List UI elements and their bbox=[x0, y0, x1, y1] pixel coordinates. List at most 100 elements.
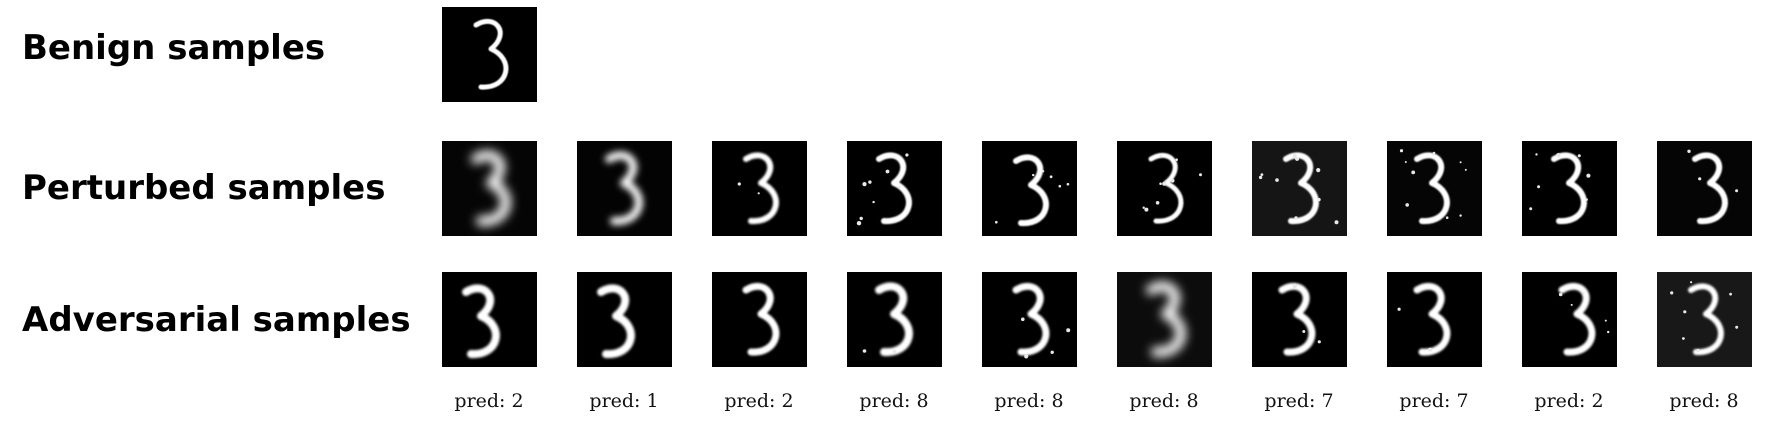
noise-dot bbox=[1292, 283, 1297, 289]
noise-dot bbox=[1586, 173, 1591, 178]
prediction-label: pred: 7 bbox=[1264, 390, 1334, 412]
prediction-label: pred: 8 bbox=[1669, 390, 1739, 412]
digit-stroke bbox=[743, 152, 779, 225]
prediction-label: pred: 8 bbox=[1129, 390, 1199, 412]
noise-dot bbox=[859, 216, 863, 221]
adversarial-sample-image bbox=[1522, 272, 1617, 367]
digit-stroke bbox=[875, 282, 913, 357]
digit-stroke bbox=[1013, 154, 1049, 227]
adversarial-sample-image bbox=[1657, 272, 1752, 367]
noise-dot bbox=[1024, 354, 1029, 359]
perturbed-sample-image bbox=[982, 141, 1077, 236]
perturbed-sample-image bbox=[1657, 141, 1752, 236]
adversarial-sample-image bbox=[442, 272, 537, 367]
adversarial-sample-image bbox=[577, 272, 672, 367]
noise-dot bbox=[892, 349, 897, 354]
noise-dot bbox=[1049, 175, 1053, 179]
benign-sample-image bbox=[442, 7, 537, 102]
noise-dot bbox=[1021, 317, 1025, 322]
prediction-label: pred: 2 bbox=[1534, 390, 1604, 412]
digit-stroke bbox=[1688, 283, 1724, 356]
noise-dot bbox=[1041, 170, 1045, 173]
noise-dot bbox=[1687, 149, 1691, 153]
noise-dot bbox=[1144, 207, 1149, 212]
noise-dot bbox=[1260, 173, 1264, 176]
noise-dot bbox=[862, 349, 867, 353]
adversarial-sample-image bbox=[712, 272, 807, 367]
row-label-perturbed: Perturbed samples bbox=[22, 168, 386, 208]
noise-dot bbox=[1459, 161, 1462, 164]
digit-stroke bbox=[1148, 152, 1184, 224]
noise-dot bbox=[1556, 153, 1561, 158]
noise-dot bbox=[1275, 178, 1279, 182]
noise-dot bbox=[1670, 291, 1674, 295]
perturbed-sample-image bbox=[1522, 141, 1617, 236]
digit-stroke bbox=[597, 284, 635, 359]
noise-dot bbox=[905, 153, 909, 157]
noise-dot bbox=[1428, 347, 1432, 352]
prediction-label: pred: 1 bbox=[589, 390, 659, 412]
noise-dot bbox=[1199, 173, 1202, 177]
noise-dot bbox=[1607, 330, 1610, 334]
noise-dot bbox=[868, 180, 872, 184]
noise-dot bbox=[1682, 337, 1685, 340]
digit-stroke bbox=[462, 284, 500, 359]
noise-dot bbox=[1058, 184, 1062, 188]
noise-dot bbox=[1604, 319, 1607, 322]
noise-dot bbox=[1405, 203, 1409, 207]
noise-dot bbox=[1404, 161, 1407, 163]
noise-dot bbox=[1175, 158, 1178, 161]
noise-dot bbox=[1170, 178, 1175, 183]
noise-dot bbox=[1735, 325, 1739, 329]
noise-dot bbox=[1735, 189, 1739, 193]
noise-dot bbox=[856, 221, 862, 226]
digit-stroke bbox=[742, 282, 780, 356]
noise-dot bbox=[1258, 175, 1263, 180]
noise-dot bbox=[1066, 182, 1070, 186]
digit-stroke bbox=[1558, 282, 1596, 356]
digit-stroke bbox=[1146, 281, 1186, 358]
noise-dot bbox=[1159, 182, 1162, 185]
adversarial-sample-image bbox=[1117, 272, 1212, 367]
noise-dot bbox=[1155, 201, 1160, 205]
noise-dot bbox=[872, 200, 875, 204]
noise-dot bbox=[1142, 206, 1145, 209]
noise-dot bbox=[1292, 153, 1297, 159]
noise-dot bbox=[1159, 155, 1162, 158]
noise-dot bbox=[1399, 149, 1404, 153]
noise-dot bbox=[1570, 303, 1573, 306]
digit-stroke bbox=[1692, 152, 1728, 225]
digit-stroke bbox=[1012, 282, 1050, 356]
noise-dot bbox=[885, 169, 890, 174]
perturbed-sample-image bbox=[847, 141, 942, 236]
noise-dot bbox=[1295, 156, 1300, 161]
perturbed-sample-image bbox=[1117, 141, 1212, 236]
adversarial-sample-image bbox=[1387, 272, 1482, 367]
noise-dot bbox=[1032, 173, 1035, 177]
digit-stroke bbox=[605, 151, 643, 226]
noise-dot bbox=[1729, 292, 1732, 296]
perturbed-sample-image bbox=[1252, 141, 1347, 236]
noise-dot bbox=[1690, 281, 1693, 284]
digit-stroke bbox=[876, 152, 912, 225]
noise-dot bbox=[995, 220, 998, 224]
noise-dot bbox=[1317, 197, 1321, 202]
noise-dot bbox=[1558, 292, 1563, 297]
row-label-adversarial: Adversarial samples bbox=[22, 300, 411, 340]
row-label-benign: Benign samples bbox=[22, 28, 326, 68]
prediction-label: pred: 2 bbox=[724, 390, 794, 412]
perturbed-sample-image bbox=[577, 141, 672, 236]
noise-dot bbox=[1050, 350, 1054, 354]
noise-dot bbox=[1529, 207, 1533, 211]
digit-stroke bbox=[473, 18, 509, 90]
noise-dot bbox=[1459, 214, 1462, 217]
noise-dot bbox=[1537, 185, 1541, 189]
digit-stroke bbox=[471, 150, 511, 227]
adversarial-sample-image bbox=[1252, 272, 1347, 367]
digit-stroke bbox=[1278, 282, 1316, 356]
digit-stroke bbox=[1414, 152, 1450, 225]
prediction-label: pred: 8 bbox=[859, 390, 929, 412]
noise-dot bbox=[1432, 152, 1435, 156]
noise-dot bbox=[1445, 216, 1449, 219]
noise-dot bbox=[1294, 216, 1298, 220]
